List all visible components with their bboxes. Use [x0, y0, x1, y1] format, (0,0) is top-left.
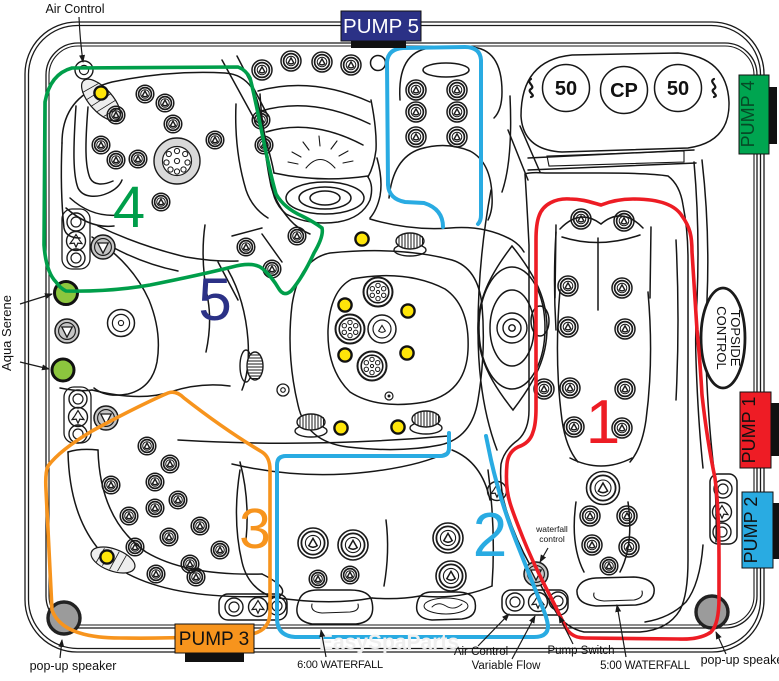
svg-text:Air Control: Air Control	[454, 646, 508, 658]
svg-text:50: 50	[667, 78, 689, 100]
svg-text:PUMP 3: PUMP 3	[179, 629, 249, 650]
svg-text:Air Control: Air Control	[45, 2, 104, 16]
svg-text:pop-up speaker: pop-up speaker	[701, 653, 779, 667]
svg-text:TOPSIDE: TOPSIDE	[728, 310, 743, 367]
svg-text:waterfall: waterfall	[535, 524, 568, 534]
svg-text:Pump Switch: Pump Switch	[547, 645, 614, 657]
svg-text:PUMP 5: PUMP 5	[343, 15, 419, 38]
svg-text:1: 1	[586, 388, 620, 457]
svg-text:PUMP 1: PUMP 1	[739, 397, 759, 464]
svg-text:Aqua Serene: Aqua Serene	[0, 295, 14, 371]
svg-text:50: 50	[555, 78, 577, 100]
svg-text:4: 4	[113, 175, 145, 240]
svg-text:2: 2	[473, 501, 507, 570]
svg-text:EasySpaParts: EasySpaParts	[319, 631, 459, 654]
svg-text:5: 5	[198, 266, 231, 333]
svg-text:CP: CP	[610, 80, 638, 102]
svg-text:6:00 WATERFALL: 6:00 WATERFALL	[297, 659, 383, 671]
svg-text:PUMP 2: PUMP 2	[741, 497, 761, 564]
svg-text:control: control	[539, 534, 565, 544]
svg-text:5:00 WATERFALL: 5:00 WATERFALL	[600, 660, 691, 672]
svg-text:3: 3	[239, 497, 271, 561]
svg-text:pop-up speaker: pop-up speaker	[30, 659, 117, 673]
svg-text:Variable Flow: Variable Flow	[472, 660, 542, 672]
svg-text:PUMP 4: PUMP 4	[738, 81, 758, 148]
svg-text:CONTROL: CONTROL	[714, 306, 729, 370]
